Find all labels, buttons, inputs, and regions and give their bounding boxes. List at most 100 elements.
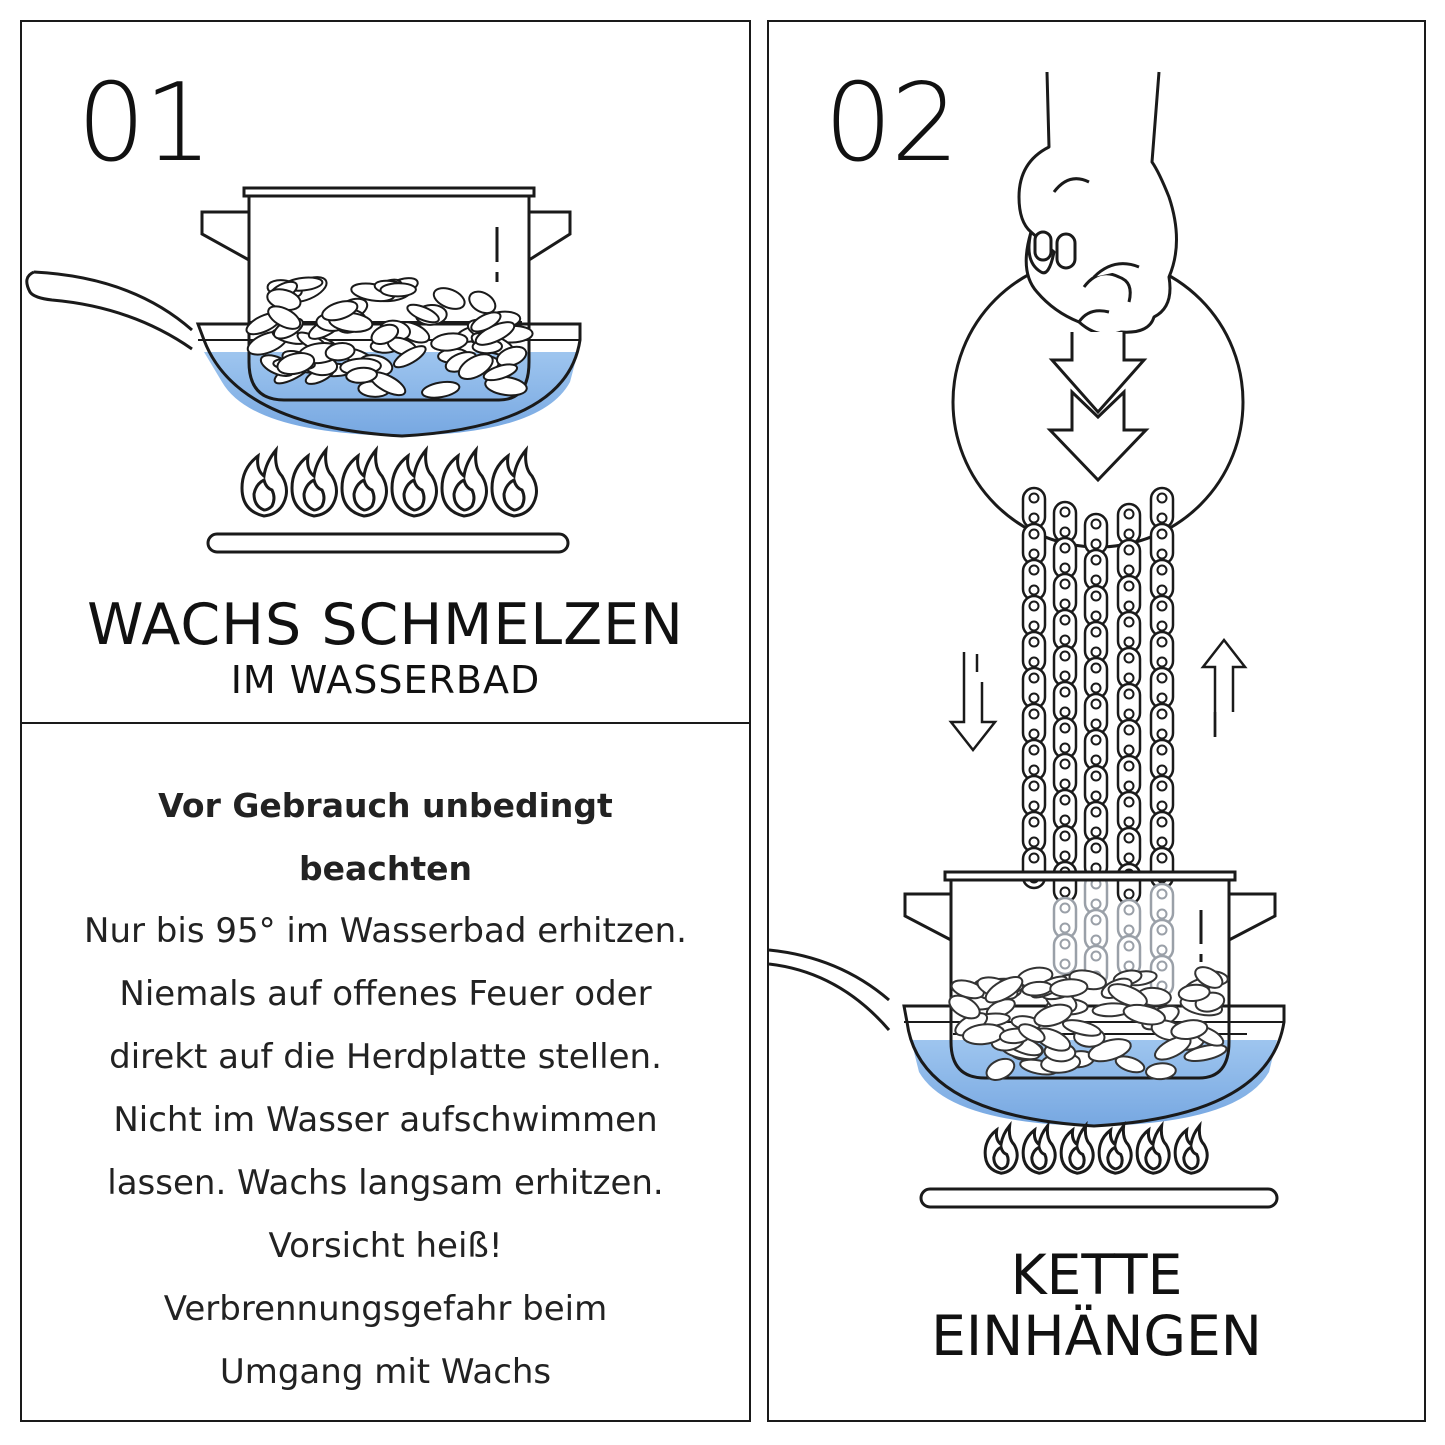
chain-link [1021, 666, 1047, 710]
notes-heading: Vor Gebrauch unbedingt beachten [158, 786, 613, 888]
chain-link [1116, 826, 1142, 870]
wax-pellet [985, 1057, 1016, 1081]
chain-link [1116, 934, 1142, 978]
chain-link [1052, 824, 1078, 868]
wax-pellet [1170, 1019, 1209, 1041]
flame-icon [290, 445, 338, 518]
chain-link [1083, 800, 1109, 844]
chain-link [1021, 594, 1047, 638]
chain-link [1149, 666, 1175, 710]
flame-icon [340, 445, 388, 518]
arrow-down-icon [948, 652, 998, 753]
chain-link [1052, 500, 1078, 544]
arrow-down-icon [1046, 332, 1150, 483]
chain-link [1083, 512, 1109, 556]
notes-line: Umgang mit Wachs [219, 1352, 552, 1392]
wax-pellet [1017, 1023, 1046, 1043]
step-1-number: 01 [77, 61, 212, 186]
notes-line: Vorsicht heiß! [268, 1226, 503, 1266]
burner-icon [206, 532, 570, 554]
flame-icon [1021, 1120, 1057, 1175]
chain-link [1052, 644, 1078, 688]
chain-link [1116, 862, 1142, 906]
chain-link [1052, 572, 1078, 616]
chain-link [1149, 630, 1175, 674]
step-2-number: 02 [824, 61, 959, 186]
notes-line: lassen. Wachs langsam erhitzen. [107, 1163, 664, 1203]
chain-link [1083, 656, 1109, 700]
chain-link [1021, 774, 1047, 818]
chain-link [1083, 692, 1109, 736]
chain-link [1116, 646, 1142, 690]
wax-pellet [276, 352, 316, 376]
flame-icon [1097, 1120, 1133, 1175]
chain-link [1052, 716, 1078, 760]
step-1-subtitle: IM WASSERBAD [230, 658, 541, 702]
chain-link [1116, 502, 1142, 546]
wax-pellet [430, 332, 469, 352]
chain-link [1116, 574, 1142, 618]
wax-pellet [468, 290, 497, 315]
wax-pellet [1049, 978, 1089, 998]
wax-pellet [1107, 983, 1148, 1008]
wax-pellet [392, 345, 427, 369]
wax-pellet [432, 287, 466, 310]
wax-pellet [406, 303, 440, 324]
wax-pellet [1061, 1019, 1102, 1037]
arrow-up-icon [1200, 637, 1248, 737]
chain-link [1083, 836, 1109, 880]
chain-link [1083, 728, 1109, 772]
chain-link [1149, 594, 1175, 638]
chain-link [1116, 610, 1142, 654]
wax-pellets [948, 966, 1229, 1081]
wax-pellet [345, 366, 378, 384]
wax-pellet [1194, 966, 1224, 989]
chain-link [1149, 558, 1175, 602]
notes-line: Niemals auf offenes Feuer oder [119, 974, 652, 1014]
flame-row [240, 445, 538, 518]
chain-link [1083, 584, 1109, 628]
chain-link [1149, 522, 1175, 566]
wax-pellet [1177, 983, 1211, 1002]
hand-icon [1017, 71, 1178, 336]
chain-link [1116, 538, 1142, 582]
step-1-title: WACHS SCHMELZEN [87, 592, 684, 658]
step-1-panel: 01 [20, 20, 751, 724]
wax-pellet [324, 342, 356, 362]
chain-link [1149, 774, 1175, 818]
chain-link [1052, 932, 1078, 976]
wax-pellet [267, 305, 302, 330]
wax-pellet [470, 311, 502, 333]
chain-link [1052, 536, 1078, 580]
wax-pellet [421, 380, 461, 399]
flame-icon [1135, 1120, 1171, 1175]
step-2-title-line2: EINHÄNGEN [931, 1304, 1262, 1368]
chain-link [1149, 882, 1175, 926]
chain-link [1021, 486, 1047, 530]
chain-link [1021, 630, 1047, 674]
chain-icon [1021, 486, 1175, 998]
chain-link [1083, 548, 1109, 592]
wax-pellet [948, 994, 981, 1020]
chain-link [1149, 702, 1175, 746]
wax-pellet [1145, 1062, 1177, 1081]
wax-pellet [1114, 1055, 1146, 1074]
chain-link [1021, 810, 1047, 854]
wax-pellet [379, 282, 417, 298]
flame-icon [490, 445, 538, 518]
notes-line: Verbrennungsgefahr beim [163, 1289, 608, 1329]
wax-pellet [1183, 1043, 1228, 1062]
chain-link [1052, 788, 1078, 832]
chain-link [1116, 718, 1142, 762]
chain-link [1083, 620, 1109, 664]
wax-pellet [482, 363, 519, 382]
flame-icon [390, 445, 438, 518]
chain-link [1052, 752, 1078, 796]
wax-pellet [1122, 1003, 1166, 1026]
wax-pellet [984, 975, 1024, 1004]
chain-link [1021, 522, 1047, 566]
chain-link [1052, 608, 1078, 652]
wax-pellet [1033, 1003, 1073, 1028]
pan-handle-icon [25, 270, 193, 351]
flame-row [983, 1120, 1209, 1175]
